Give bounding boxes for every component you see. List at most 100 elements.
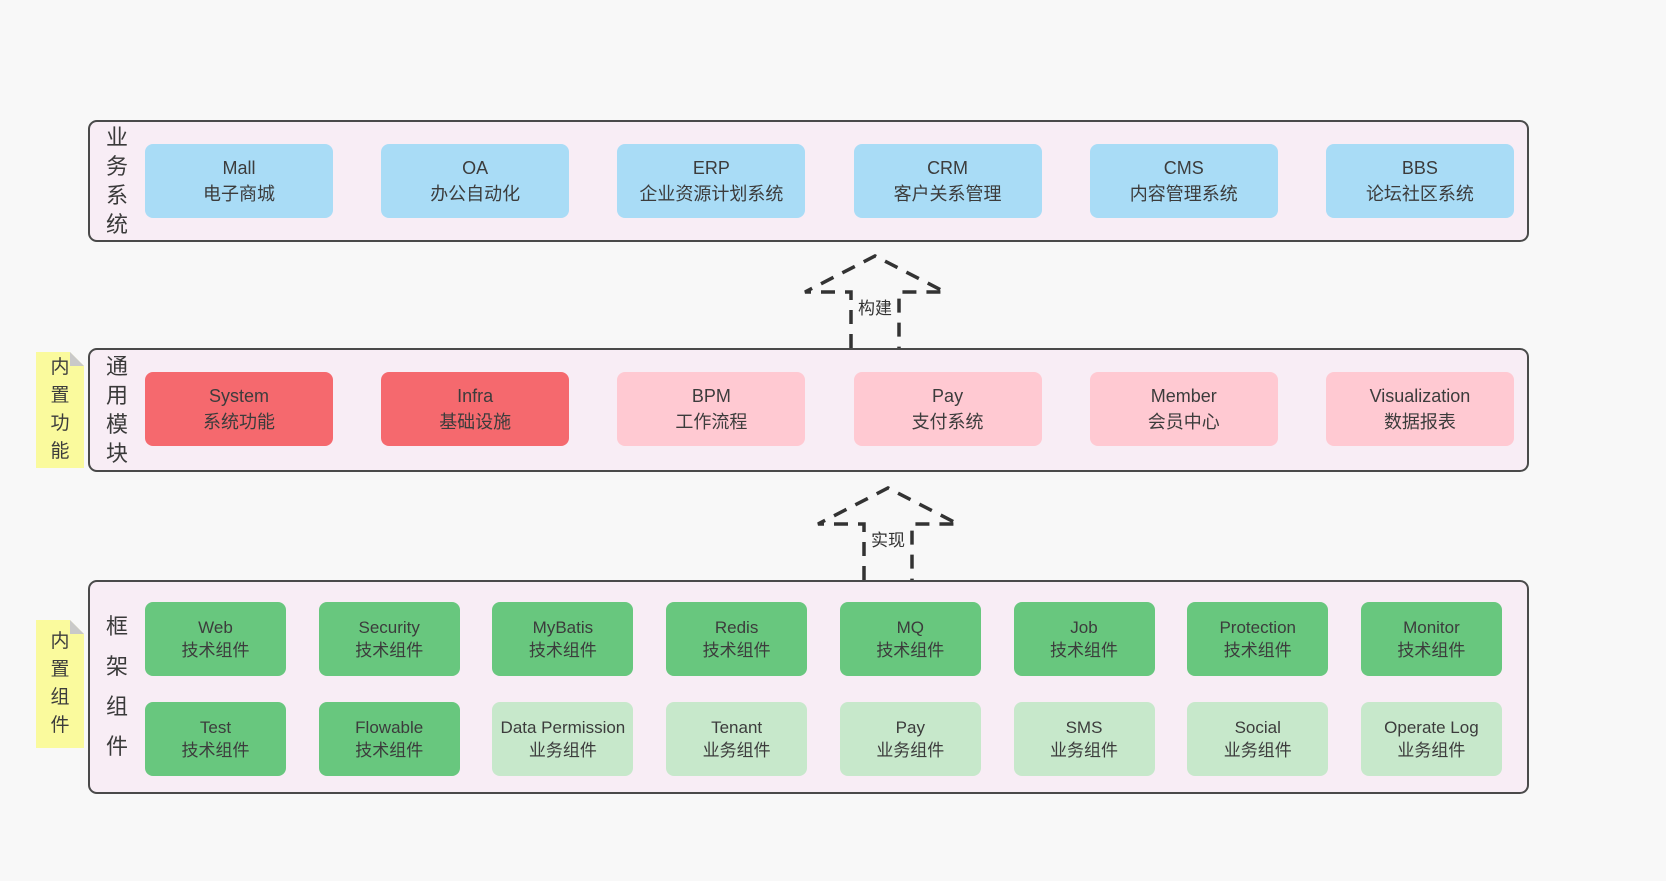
node-subtitle: 会员中心 <box>1147 412 1220 432</box>
node-subtitle: 技术组件 <box>528 641 597 660</box>
node-visualization: Visualization 数据报表 <box>1325 372 1514 446</box>
node-subtitle: 基础设施 <box>439 412 512 432</box>
node-subtitle: 工作流程 <box>675 412 748 432</box>
band-business-systems: 业务系统 Mall 电子商城 OA 办公自动化 ERP 企业资源计划系统 CRM… <box>88 120 1529 242</box>
node-title: Test <box>199 718 232 737</box>
node-subtitle: 支付系统 <box>911 412 984 432</box>
node-mall: Mall 电子商城 <box>145 144 333 218</box>
node-title: MQ <box>896 618 924 637</box>
node-title: SMS <box>1065 718 1103 737</box>
node-title: Security <box>358 618 420 637</box>
node-subtitle: 电子商城 <box>203 184 275 204</box>
node-redis: Redis 技术组件 <box>666 602 808 676</box>
framework-components-row-2: Test 技术组件 Flowable 技术组件 Data Permission … <box>145 702 1502 776</box>
band-label-framework-components: 框架组件 <box>105 614 128 759</box>
node-subtitle: 业务组件 <box>1050 741 1119 760</box>
node-bbs: BBS 论坛社区系统 <box>1325 144 1514 218</box>
node-subtitle: 客户关系管理 <box>893 184 1002 204</box>
node-subtitle: 办公自动化 <box>430 184 521 204</box>
node-subtitle: 技术组件 <box>181 741 250 760</box>
node-title: Pay <box>932 386 964 406</box>
node-title: CRM <box>927 158 969 178</box>
node-oa: OA 办公自动化 <box>381 144 570 218</box>
node-subtitle: 技术组件 <box>1397 641 1466 660</box>
band-framework-components: 框架组件 Web 技术组件 Security 技术组件 MyBatis 技术组件… <box>88 580 1529 794</box>
node-system: System 系统功能 <box>145 372 333 446</box>
sticky-note-built-in-functions: 内置功能 <box>36 352 84 468</box>
node-subtitle: 业务组件 <box>528 741 597 760</box>
node-title: Flowable <box>355 718 424 737</box>
node-title: MyBatis <box>532 618 594 637</box>
node-security: Security 技术组件 <box>318 602 460 676</box>
node-title: Tenant <box>711 718 763 737</box>
band-common-modules: 通用模块 System 系统功能 Infra 基础设施 BPM 工作流程 Pay… <box>88 348 1529 472</box>
node-job: Job 技术组件 <box>1013 602 1155 676</box>
node-subtitle: 技术组件 <box>1223 641 1292 660</box>
node-title: Infra <box>457 386 494 406</box>
node-title: Redis <box>714 618 759 637</box>
node-pay-component: Pay 业务组件 <box>839 702 981 776</box>
node-title: OA <box>462 158 489 178</box>
node-infra: Infra 基础设施 <box>381 372 570 446</box>
node-mq: MQ 技术组件 <box>839 602 981 676</box>
node-data-permission: Data Permission 业务组件 <box>492 702 634 776</box>
node-subtitle: 业务组件 <box>876 741 945 760</box>
node-title: Operate Log <box>1384 718 1479 737</box>
framework-components-row-1: Web 技术组件 Security 技术组件 MyBatis 技术组件 Redi… <box>145 602 1502 676</box>
node-tenant: Tenant 业务组件 <box>666 702 808 776</box>
band-label-business-systems: 业务系统 <box>105 125 128 237</box>
node-title: BPM <box>691 386 731 406</box>
node-member: Member 会员中心 <box>1089 372 1278 446</box>
node-subtitle: 技术组件 <box>876 641 945 660</box>
node-cms: CMS 内容管理系统 <box>1089 144 1278 218</box>
node-monitor: Monitor 技术组件 <box>1360 602 1502 676</box>
node-subtitle: 技术组件 <box>702 641 771 660</box>
node-subtitle: 技术组件 <box>355 741 424 760</box>
arrow-up-build: 构建 <box>800 252 950 348</box>
note-fold-icon <box>70 620 84 634</box>
node-mybatis: MyBatis 技术组件 <box>492 602 634 676</box>
node-protection: Protection 技术组件 <box>1187 602 1329 676</box>
dashed-up-arrow-icon <box>804 254 946 348</box>
node-pay-system: Pay 支付系统 <box>853 372 1042 446</box>
node-title: BBS <box>1401 158 1438 178</box>
node-subtitle: 论坛社区系统 <box>1365 184 1474 204</box>
node-subtitle: 技术组件 <box>355 641 424 660</box>
arrow-up-implement: 实现 <box>813 484 963 580</box>
node-subtitle: 数据报表 <box>1383 412 1456 432</box>
band-label-common-modules: 通用模块 <box>105 354 128 466</box>
node-title: Social <box>1234 718 1281 737</box>
node-subtitle: 技术组件 <box>1050 641 1119 660</box>
node-title: Mall <box>222 158 256 178</box>
node-bpm: BPM 工作流程 <box>617 372 806 446</box>
node-title: Job <box>1070 618 1098 637</box>
node-subtitle: 技术组件 <box>181 641 250 660</box>
node-test: Test 技术组件 <box>145 702 286 776</box>
node-subtitle: 企业资源计划系统 <box>639 184 784 204</box>
node-title: CMS <box>1163 158 1204 178</box>
business-systems-row: Mall 电子商城 OA 办公自动化 ERP 企业资源计划系统 CRM 客户关系… <box>145 144 1514 218</box>
node-subtitle: 业务组件 <box>1223 741 1292 760</box>
node-web: Web 技术组件 <box>145 602 286 676</box>
node-sms: SMS 业务组件 <box>1013 702 1155 776</box>
note-label: 内置功能 <box>50 357 70 462</box>
node-title: Data Permission <box>500 718 626 737</box>
node-operate-log: Operate Log 业务组件 <box>1360 702 1502 776</box>
arrow-implement-label: 实现 <box>867 526 909 551</box>
node-subtitle: 内容管理系统 <box>1129 184 1238 204</box>
note-fold-icon <box>70 352 84 366</box>
node-subtitle: 系统功能 <box>203 412 275 432</box>
node-title: Protection <box>1219 618 1296 637</box>
node-title: System <box>208 386 269 406</box>
sticky-note-built-in-components: 内置组件 <box>36 620 84 748</box>
node-social: Social 业务组件 <box>1187 702 1329 776</box>
node-crm: CRM 客户关系管理 <box>853 144 1042 218</box>
node-title: ERP <box>692 158 730 178</box>
node-title: Member <box>1150 386 1217 406</box>
node-title: Web <box>198 618 233 637</box>
node-title: Visualization <box>1369 386 1471 406</box>
node-title: Monitor <box>1403 618 1460 637</box>
common-modules-row: System 系统功能 Infra 基础设施 BPM 工作流程 Pay 支付系统… <box>145 372 1514 446</box>
node-erp: ERP 企业资源计划系统 <box>617 144 806 218</box>
